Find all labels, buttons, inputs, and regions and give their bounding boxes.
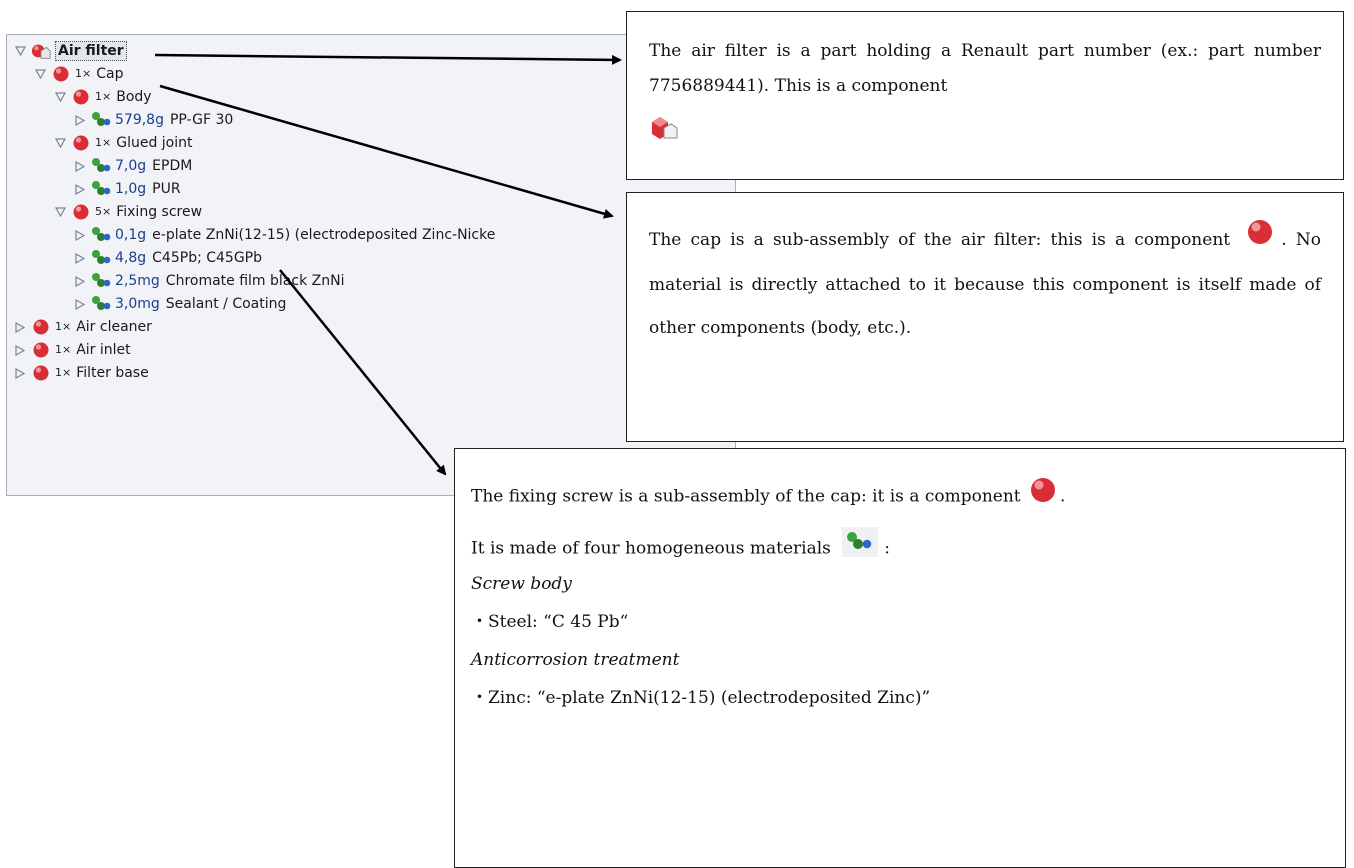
quantity: 1×	[75, 67, 92, 80]
callout-line: It is made of four homogeneous materials…	[471, 527, 1329, 565]
expand-triangle-icon[interactable]	[73, 182, 87, 196]
collapse-triangle-icon[interactable]	[33, 67, 47, 81]
material-icon	[91, 180, 111, 198]
tree-row-label: PUR	[152, 181, 181, 197]
callout-text: It is made of four homogeneous materials	[471, 538, 831, 559]
component-icon	[31, 364, 51, 382]
expand-triangle-icon[interactable]	[73, 274, 87, 288]
tree-row-air-cleaner[interactable]: 1× Air cleaner	[13, 316, 152, 338]
tree-row-glued-joint[interactable]: 1× Glued joint	[53, 132, 193, 154]
collapse-triangle-icon[interactable]	[13, 44, 27, 58]
component-icon	[71, 134, 91, 152]
tree-row-material[interactable]: 0,1g e-plate ZnNi(12-15) (electrodeposit…	[73, 224, 495, 246]
tree-row-filter-base[interactable]: 1× Filter base	[13, 362, 149, 384]
callout-item: ・Zinc: “e-plate ZnNi(12-15) (electrodepo…	[471, 688, 931, 708]
callout-text: .	[1060, 486, 1066, 507]
component-icon	[31, 318, 51, 336]
quantity: 1×	[55, 343, 72, 356]
callout-heading: Anticorrosion treatment	[471, 650, 680, 670]
tree-row-label: Air inlet	[76, 342, 131, 358]
component-icon	[31, 341, 51, 359]
material-mass: 0,1g	[115, 227, 147, 243]
callout-text: The air filter is a part holding a Renau…	[649, 41, 1321, 96]
part-icon	[649, 114, 679, 153]
expand-triangle-icon[interactable]	[73, 159, 87, 173]
tree-row-cap[interactable]: 1× Cap	[33, 63, 123, 85]
component-icon	[51, 65, 71, 83]
component-icon	[71, 88, 91, 106]
collapse-triangle-icon[interactable]	[53, 90, 67, 104]
quantity: 1×	[95, 136, 112, 149]
callout-fixing-screw: The fixing screw is a sub-assembly of th…	[454, 448, 1346, 868]
tree-row-fixing-screw[interactable]: 5× Fixing screw	[53, 201, 202, 223]
material-mass: 3,0mg	[115, 296, 160, 312]
material-mass: 2,5mg	[115, 273, 160, 289]
quantity: 5×	[95, 205, 112, 218]
part-icon	[31, 42, 51, 60]
quantity: 1×	[55, 366, 72, 379]
component-icon	[1028, 475, 1058, 519]
material-mass: 7,0g	[115, 158, 147, 174]
tree-row-label: Cap	[96, 66, 124, 82]
material-icon	[91, 226, 111, 244]
tree-row-label: Chromate film black ZnNi	[165, 273, 345, 289]
material-icon	[842, 527, 879, 571]
tree-row-material[interactable]: 3,0mg Sealant / Coating	[73, 293, 286, 315]
collapse-triangle-icon[interactable]	[53, 136, 67, 150]
tree-row-material[interactable]: 7,0g EPDM	[73, 155, 192, 177]
tree-row-label: e-plate ZnNi(12-15) (electrodeposited Zi…	[152, 227, 496, 243]
tree-row-label: EPDM	[152, 158, 193, 174]
callout-heading: Screw body	[471, 574, 572, 594]
expand-triangle-icon[interactable]	[13, 366, 27, 380]
callout-text: The cap is a sub-assembly of the air fil…	[649, 230, 1231, 250]
callout-cap: The cap is a sub-assembly of the air fil…	[626, 192, 1344, 442]
expand-triangle-icon[interactable]	[13, 343, 27, 357]
tree-row-material[interactable]: 1,0g PUR	[73, 178, 181, 200]
expand-triangle-icon[interactable]	[73, 113, 87, 127]
material-icon	[91, 111, 111, 129]
tree-row-label: PP-GF 30	[169, 112, 234, 128]
material-icon	[91, 249, 111, 267]
material-mass: 4,8g	[115, 250, 147, 266]
expand-triangle-icon[interactable]	[73, 297, 87, 311]
tree-row-body[interactable]: 1× Body	[53, 86, 152, 108]
callout-text: The fixing screw is a sub-assembly of th…	[471, 486, 1021, 507]
material-mass: 579,8g	[115, 112, 164, 128]
expand-triangle-icon[interactable]	[13, 320, 27, 334]
component-icon	[1245, 217, 1275, 264]
material-mass: 1,0g	[115, 181, 147, 197]
material-icon	[91, 157, 111, 175]
tree-row-label: Sealant / Coating	[165, 296, 287, 312]
material-icon	[91, 295, 111, 313]
tree-row-label: Body	[116, 89, 152, 105]
tree-row-air-inlet[interactable]: 1× Air inlet	[13, 339, 131, 361]
tree-row-label: Air filter	[55, 41, 127, 61]
expand-triangle-icon[interactable]	[73, 251, 87, 265]
callout-line: The fixing screw is a sub-assembly of th…	[471, 475, 1329, 513]
material-icon	[91, 272, 111, 290]
tree-row-label: Fixing screw	[116, 204, 203, 220]
tree-row-label: C45Pb; C45GPb	[152, 250, 263, 266]
callout-air-filter: The air filter is a part holding a Renau…	[626, 11, 1344, 180]
tree-row-label: Filter base	[76, 365, 149, 381]
tree-row-material[interactable]: 2,5mg Chromate film black ZnNi	[73, 270, 344, 292]
callout-text: . No material is directly attached to it…	[649, 230, 1322, 338]
tree-row-air-filter[interactable]: Air filter	[13, 40, 127, 62]
collapse-triangle-icon[interactable]	[53, 205, 67, 219]
component-icon	[71, 203, 91, 221]
tree-row-material[interactable]: 579,8g PP-GF 30	[73, 109, 233, 131]
callout-item: ・Steel: “C 45 Pb“	[471, 612, 629, 632]
quantity: 1×	[95, 90, 112, 103]
expand-triangle-icon[interactable]	[73, 228, 87, 242]
tree-row-label: Air cleaner	[76, 319, 152, 335]
callout-text: :	[884, 538, 891, 559]
tree-row-material[interactable]: 4,8g C45Pb; C45GPb	[73, 247, 262, 269]
tree-row-label: Glued joint	[116, 135, 193, 151]
quantity: 1×	[55, 320, 72, 333]
